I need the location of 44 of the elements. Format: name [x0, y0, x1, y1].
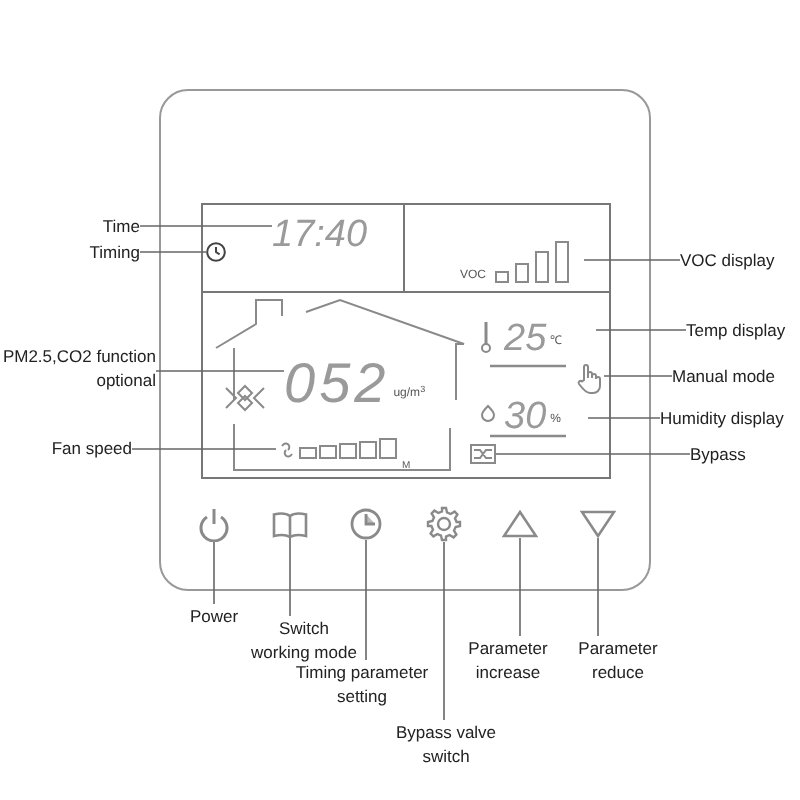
leader-line [131, 448, 277, 450]
leader-line [443, 541, 445, 721]
callout-label: Time [102, 214, 140, 238]
leader-line [213, 541, 215, 605]
digit-readout: 30 [504, 398, 547, 438]
callout-label: Fan speed [51, 436, 132, 460]
callout-label: VOC display [680, 248, 775, 272]
callout-label: PM2.5,CO2 function optional [0, 344, 156, 392]
digit-readout: 25 [504, 320, 547, 360]
bypass-icon [470, 444, 496, 464]
callout-label: Manual mode [672, 364, 776, 388]
callout-label: Timing [89, 240, 140, 264]
leader-line [155, 370, 285, 372]
callout-label: Switch working mode [249, 616, 359, 664]
fan-speed-bars-icon [276, 438, 400, 460]
digit-readout: 17:40 [272, 216, 368, 256]
leader-line [289, 537, 291, 617]
leader-line [519, 537, 521, 637]
gear-icon [426, 506, 462, 542]
power-icon [198, 506, 230, 542]
leader-line [597, 537, 599, 637]
callout-label: Power [189, 604, 239, 628]
leader-line [595, 329, 687, 331]
callout-label: Parameter increase [466, 636, 550, 684]
leader-line [365, 539, 367, 661]
leader-line [603, 375, 673, 377]
leader-line [139, 251, 207, 253]
triangle-icon [502, 510, 538, 538]
timer-icon [350, 508, 382, 540]
clock-icon [206, 242, 226, 262]
leader-line [139, 225, 273, 227]
hand-icon [576, 362, 604, 394]
callout-label: Parameter reduce [576, 636, 660, 684]
leader-line [583, 259, 681, 261]
callout-label: Bypass valve switch [393, 720, 499, 768]
callout-label: Humidity display [660, 406, 784, 430]
callout-label: Timing parameter setting [293, 662, 431, 708]
triangle-icon [580, 510, 616, 538]
leader-line [495, 453, 691, 455]
callout-label: Temp display [686, 318, 786, 342]
leader-line [587, 417, 661, 419]
book-icon [272, 510, 308, 538]
callout-label: Bypass [690, 442, 746, 466]
digit-readout: 052 [284, 356, 390, 412]
